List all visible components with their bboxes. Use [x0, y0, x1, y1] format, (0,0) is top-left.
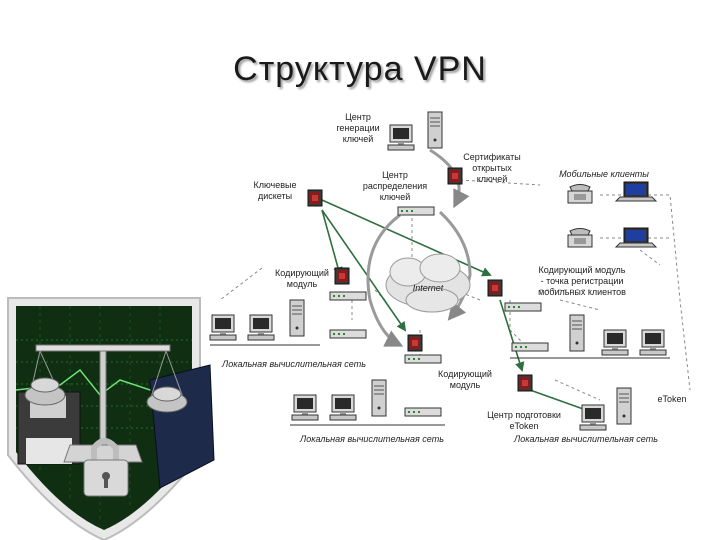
certificates-line1: Сертификаты — [463, 152, 520, 162]
phone-icon — [567, 228, 593, 248]
lan-right — [510, 314, 670, 359]
cloud-icon — [385, 253, 471, 313]
server-icon — [616, 387, 632, 425]
label-coding-module-bottom: Кодирующий модуль — [438, 369, 492, 390]
key-center-line1: Центр — [345, 112, 371, 122]
coding-module-bottom-line2: модуль — [450, 380, 481, 390]
key-distribution-line3: ключей — [380, 192, 411, 202]
coding-module-right-line2: - точка регистрации — [541, 276, 624, 286]
label-etoken-right: eToken — [657, 394, 686, 404]
key-disks-line1: Ключевые — [254, 180, 297, 190]
lan-bottom — [290, 379, 445, 426]
hub-icon — [329, 329, 367, 339]
computer-icon — [579, 404, 607, 431]
label-training-center: Центр подготовки eToken — [487, 410, 561, 431]
coding-module-bottom-icon — [407, 334, 423, 352]
coding-module-right-line1: Кодирующий модуль — [539, 265, 626, 275]
hub-icon — [511, 342, 549, 352]
coding-module-right-line3: мобильных клиентов — [538, 287, 626, 297]
phone-icon — [567, 184, 593, 204]
key-disks-line2: дискеты — [258, 191, 292, 201]
hub-icon — [329, 291, 367, 301]
key-generation-server — [387, 111, 443, 151]
hub-icon — [504, 302, 542, 312]
lan-left — [209, 299, 320, 346]
key-distribution-line1: Центр — [382, 170, 408, 180]
padlock-icon — [83, 438, 129, 497]
computer-icon — [639, 329, 667, 356]
label-coding-module-right: Кодирующий модуль - точка регистрации мо… — [538, 265, 626, 297]
label-mobile-clients: Мобильные клиенты — [559, 169, 649, 179]
server-icon — [427, 111, 443, 149]
label-coding-module-left: Кодирующий модуль — [275, 268, 329, 289]
computer-icon — [329, 394, 357, 421]
label-key-disks: Ключевые дискеты — [254, 180, 297, 201]
computer-icon — [291, 394, 319, 421]
coding-module-bottom-line1: Кодирующий — [438, 369, 492, 379]
distribution-hub-icon — [397, 206, 435, 216]
label-lan-right: Локальная вычислительная сеть — [513, 434, 658, 444]
computer-icon — [247, 314, 275, 341]
certificates-line3: ключей — [477, 174, 508, 184]
label-internet: Internet — [413, 283, 444, 293]
book-icon — [149, 364, 215, 489]
label-key-center: Центр генерации ключей — [336, 112, 379, 144]
training-module-icon — [517, 374, 533, 392]
laptop-icon — [615, 181, 657, 202]
label-lan-bottom: Локальная вычислительная сеть — [299, 434, 444, 444]
coding-module-right-icon — [487, 279, 503, 297]
slide-title: Структура VPN — [233, 50, 487, 88]
key-disk-module-icon — [307, 189, 323, 207]
server-icon — [569, 314, 585, 352]
computer-icon — [601, 329, 629, 356]
server-icon — [371, 379, 387, 417]
key-center-line3: ключей — [343, 134, 374, 144]
training-center-line2: eToken — [509, 421, 538, 431]
training-center-line1: Центр подготовки — [487, 410, 561, 420]
certificates-line2: открытых — [472, 163, 512, 173]
key-center-line2: генерации — [336, 123, 379, 133]
certificate-module-icon — [447, 167, 463, 185]
label-key-distribution: Центр распределения ключей — [363, 170, 427, 202]
computer-icon — [209, 314, 237, 341]
label-certificates: Сертификаты открытых ключей — [463, 152, 520, 184]
hub-icon — [404, 354, 442, 364]
key-distribution-line2: распределения — [363, 181, 427, 191]
label-lan-left: Локальная вычислительная сеть — [221, 359, 366, 369]
coding-module-left-line2: модуль — [287, 279, 318, 289]
hub-icon — [404, 407, 442, 417]
computer-icon — [387, 124, 415, 151]
coding-module-left-icon — [334, 267, 350, 285]
coding-module-left-line1: Кодирующий — [275, 268, 329, 278]
server-icon — [289, 299, 305, 337]
